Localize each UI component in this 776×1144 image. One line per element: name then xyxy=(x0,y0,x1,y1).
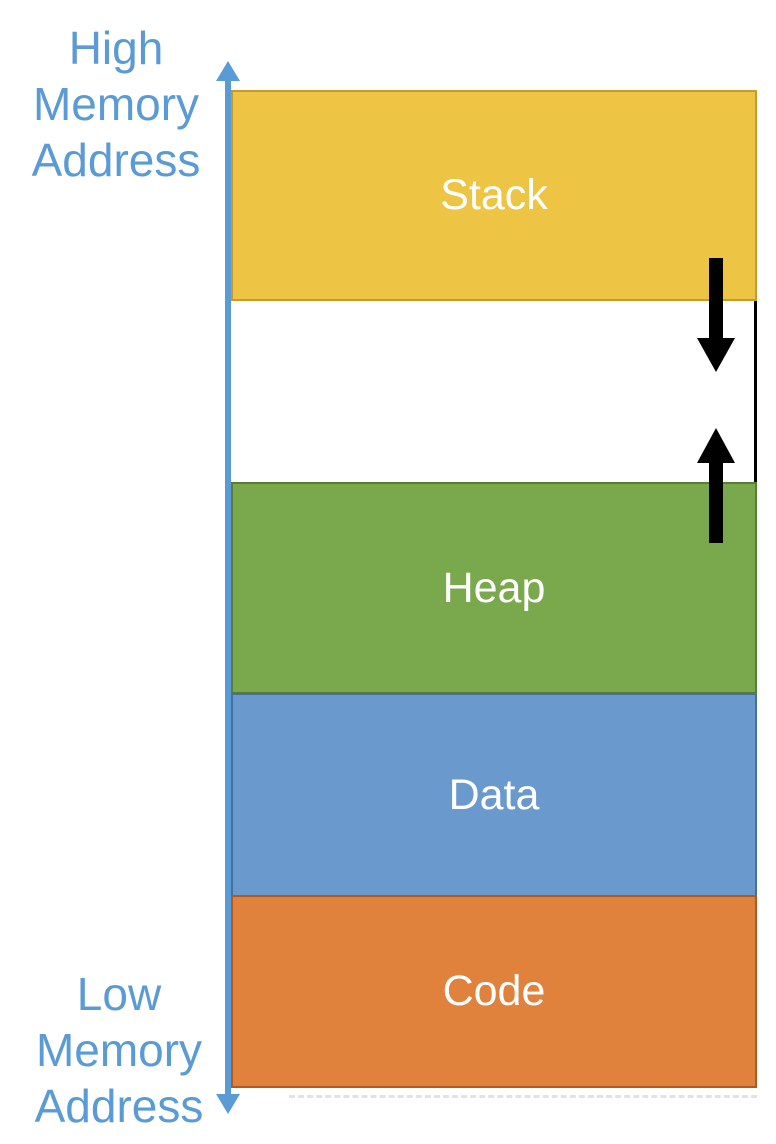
heap-growth-arrow-up-icon xyxy=(697,428,735,543)
stack-block: Stack xyxy=(231,90,757,301)
stack-growth-arrow-down-icon xyxy=(697,258,735,372)
data-block: Data xyxy=(231,693,757,897)
dashed-edge-line xyxy=(289,1095,757,1098)
high-label-line-2: Memory xyxy=(32,78,200,130)
arrow-shaft xyxy=(709,462,723,543)
arrow-down-icon xyxy=(216,1094,240,1114)
free-space-region xyxy=(231,301,757,482)
low-memory-address-label: Low Memory Address xyxy=(10,966,228,1134)
high-memory-address-label: High Memory Address xyxy=(2,20,230,188)
high-label-line-1: High xyxy=(68,22,164,74)
low-label-line-2: Memory xyxy=(35,1024,203,1076)
code-block: Code xyxy=(231,895,757,1088)
code-label: Code xyxy=(442,967,546,1015)
heap-block: Heap xyxy=(231,482,757,694)
arrow-up-icon xyxy=(216,61,240,81)
arrow-head xyxy=(697,338,735,372)
axis-line xyxy=(225,78,231,1096)
stack-label: Stack xyxy=(440,171,548,219)
arrow-head xyxy=(697,428,735,463)
data-label: Data xyxy=(448,770,540,819)
high-label-line-3: Address xyxy=(31,134,201,186)
arrow-shaft xyxy=(709,258,723,340)
low-label-line-3: Address xyxy=(34,1080,204,1132)
heap-label: Heap xyxy=(442,563,546,612)
low-label-line-1: Low xyxy=(76,968,162,1020)
